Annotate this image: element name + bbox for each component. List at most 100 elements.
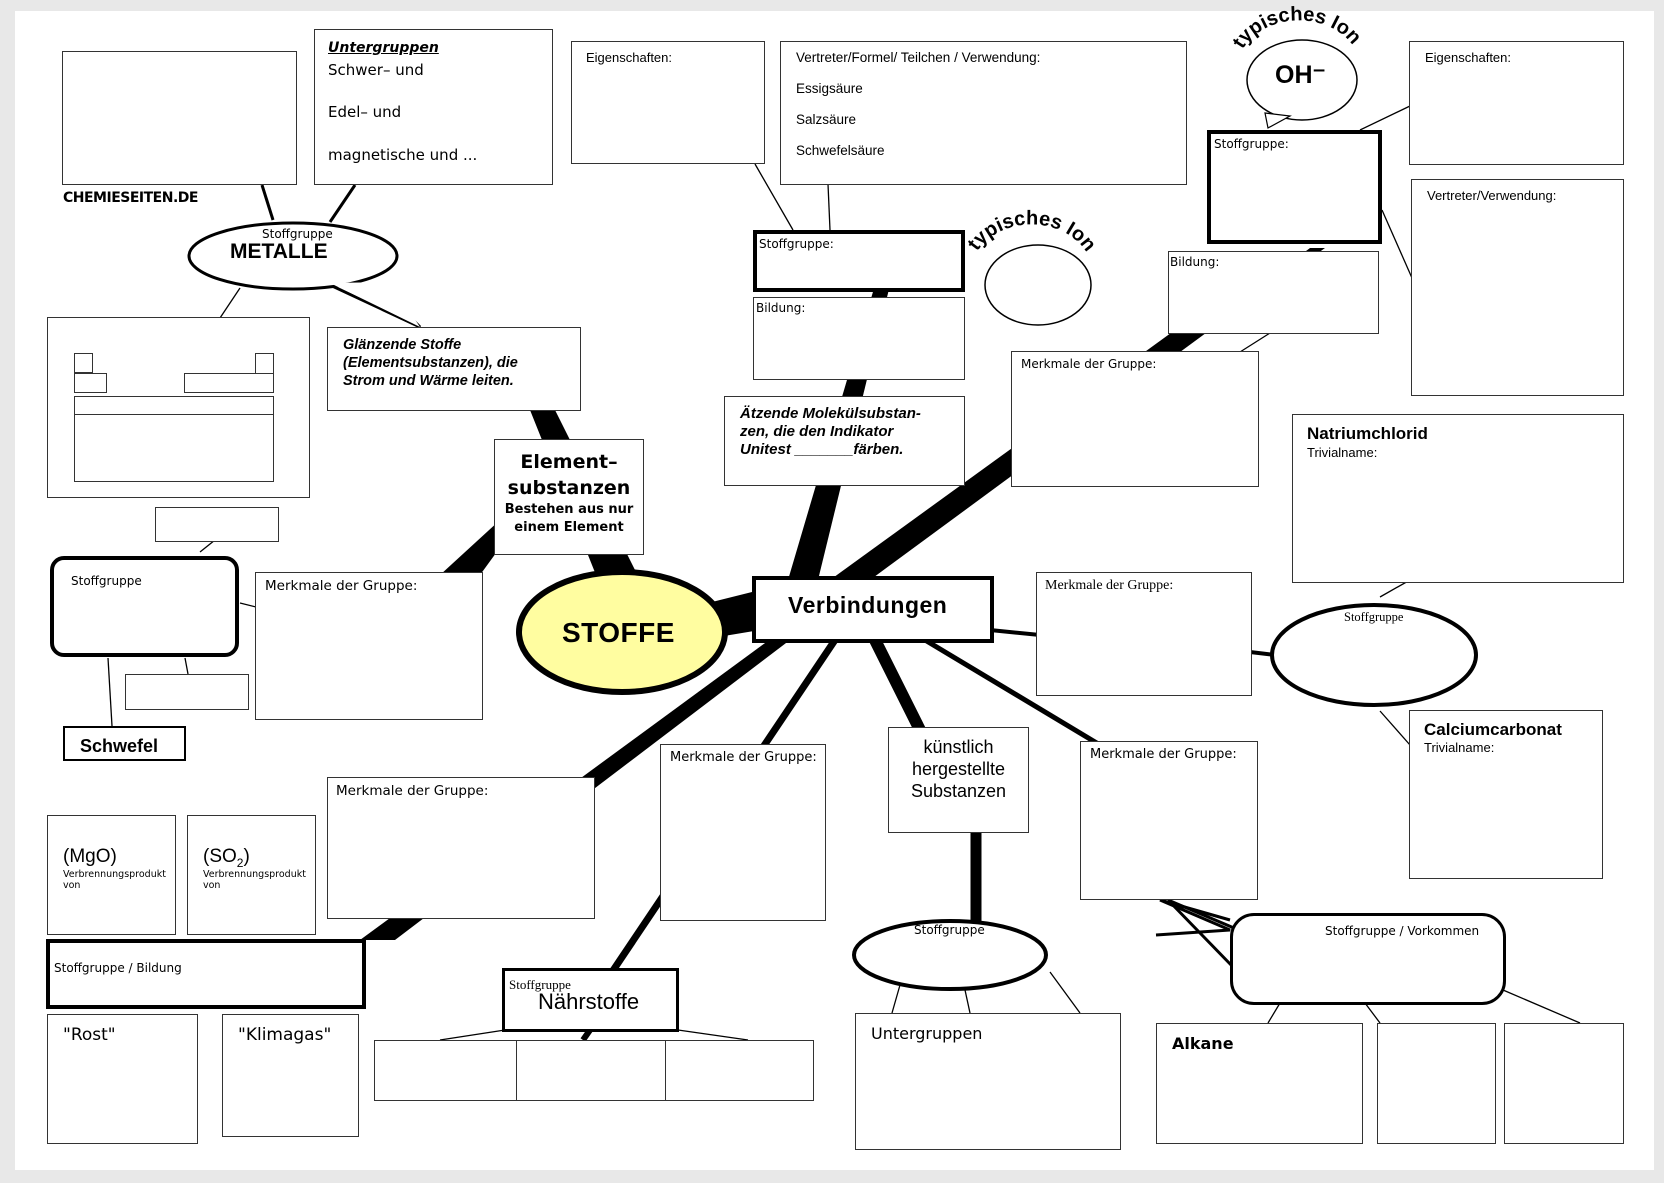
natriumchlorid-box[interactable]: Natriumchlorid Trivialname: — [1292, 414, 1624, 583]
merkmale-label: Merkmale der Gruppe: — [336, 783, 489, 799]
trivialname-label: Trivialname: — [1307, 445, 1378, 460]
kunst-stoffgruppe-label: Stoffgruppe — [914, 923, 985, 937]
def-line: Strom und Wärme leiten. — [343, 373, 514, 389]
def-line: (Elementsubstanzen), die — [343, 355, 518, 371]
naehrstoffe-label: Nährstoffe — [538, 989, 640, 1014]
so2-subscript: 2 — [236, 855, 244, 870]
nichtmetall-merkmale-box[interactable]: Merkmale der Gruppe: — [255, 572, 483, 720]
small-blank-box-2[interactable] — [125, 674, 249, 710]
acid-eigenschaften-box[interactable]: Eigenschaften: — [571, 41, 765, 164]
merkmale-label: Merkmale der Gruppe: — [670, 750, 817, 765]
pt-cell — [74, 414, 274, 482]
organic-blank-box-1[interactable] — [1377, 1023, 1496, 1144]
schwefel-label: Schwefel — [80, 736, 159, 756]
connector-verb-salt — [989, 628, 1041, 637]
stoffgruppe-label: Stoffgruppe — [509, 977, 571, 992]
alkane-label: Alkane — [1172, 1034, 1234, 1053]
untergruppen-line: Edel– und — [328, 103, 402, 121]
untergruppen-box[interactable]: Untergruppen Schwer– und Edel– und magne… — [314, 29, 553, 185]
untergruppen-line: Schwer– und — [328, 61, 424, 79]
acid-definition-box: Ätzende Molekülsubstan- zen, die den Ind… — [724, 396, 965, 486]
pt-cell — [74, 396, 274, 416]
pt-cell — [184, 373, 274, 393]
connector-verb-organic — [923, 637, 1102, 748]
calciumcarbonat-label: Calciumcarbonat — [1424, 720, 1562, 739]
metalle-definition-box: Glänzende Stoffe (Elementsubstanzen), di… — [327, 327, 581, 411]
rost-box[interactable]: "Rost" — [47, 1014, 198, 1144]
acid-ion-bubble — [984, 244, 1092, 326]
watermark: CHEMIESEITEN.DE — [63, 190, 198, 206]
merkmale-label: Merkmale der Gruppe: — [265, 578, 418, 594]
von-label: von — [203, 880, 221, 891]
merkmale-label: Merkmale der Gruppe: — [1090, 747, 1237, 762]
base-ion-bubble — [1246, 39, 1358, 121]
element-sub1: Bestehen aus nur — [504, 502, 634, 517]
kunst-untergruppen-box[interactable]: Untergruppen — [855, 1013, 1121, 1150]
oh-ion-label: OH⁻ — [1275, 61, 1326, 89]
def-line: Ätzende Molekülsubstan- — [740, 405, 921, 422]
klimagas-box[interactable]: "Klimagas" — [222, 1014, 359, 1137]
acid-item: Schwefelsäure — [796, 143, 885, 158]
calciumcarbonat-box[interactable]: Calciumcarbonat Trivialname: — [1409, 710, 1603, 879]
base-bildung-box[interactable]: Bildung: — [1168, 251, 1379, 334]
acid-bildung-box[interactable]: Bildung: — [753, 297, 965, 380]
rost-label: "Rost" — [63, 1025, 116, 1045]
pt-cell — [74, 373, 107, 393]
def-line: zen, die den Indikator — [740, 423, 894, 440]
metalle-title: METALLE — [230, 240, 328, 263]
stoffgruppe-label: Stoffgruppe: — [759, 237, 834, 251]
bildung-label: Bildung: — [756, 301, 806, 315]
alkane-box[interactable]: Alkane — [1156, 1023, 1363, 1144]
verbindungen-box: Verbindungen — [752, 576, 994, 643]
def-line: Unitest _______färben. — [740, 441, 904, 458]
kunst-stoffgruppe-ellipse — [852, 919, 1048, 991]
acid-item: Essigsäure — [796, 81, 863, 96]
so2-close: ) — [243, 846, 250, 867]
stoffgruppe-vorkommen-label: Stoffgruppe / Vorkommen — [1325, 924, 1480, 938]
von-label: von — [63, 880, 81, 891]
salt-stoffgruppe-ellipse — [1270, 603, 1478, 707]
nichtmetall-stoffgruppe-box[interactable]: Stoffgruppe — [50, 556, 239, 657]
base-eigenschaften-box[interactable]: Eigenschaften: — [1409, 41, 1624, 165]
stoffgruppe-label: Stoffgruppe — [71, 574, 142, 588]
organic-merkmale-box[interactable]: Merkmale der Gruppe: — [1080, 741, 1258, 900]
connector-verb-kunst — [869, 637, 926, 733]
acid-vertreter-box[interactable]: Vertreter/Formel/ Teilchen / Verwendung:… — [780, 41, 1187, 185]
salt-stoffgruppe-label: Stoffgruppe — [1344, 610, 1404, 624]
mgo-box[interactable]: (MgO) Verbrennungsprodukt von — [47, 815, 176, 935]
oxide-stoffgruppe-bildung-box[interactable]: Stoffgruppe / Bildung — [46, 939, 366, 1009]
base-merkmale-box[interactable]: Merkmale der Gruppe: — [1011, 351, 1259, 487]
pt-cell — [74, 353, 93, 373]
stoffe-ellipse — [516, 569, 728, 695]
eigenschaften-label: Eigenschaften: — [586, 50, 673, 65]
naehrstoffe-merkmale-box[interactable]: Merkmale der Gruppe: — [660, 744, 826, 921]
substanzen-label: substanzen — [507, 477, 631, 499]
so2-box[interactable]: (SO2) Verbrennungsprodukt von — [187, 815, 316, 935]
metalle-stoffgruppe-label: Stoffgruppe — [262, 227, 333, 241]
verbrennung-label: Verbrennungsprodukt — [63, 869, 166, 880]
untergruppen-label: Untergruppen — [871, 1024, 983, 1043]
eigenschaften-label: Eigenschaften: — [1425, 50, 1512, 65]
merkmale-label: Merkmale der Gruppe: — [1045, 578, 1174, 593]
small-blank-box-1[interactable] — [155, 507, 279, 542]
base-stoffgruppe-box[interactable]: Stoffgruppe: — [1207, 130, 1382, 244]
base-vertreter-box[interactable]: Vertreter/Verwendung: — [1411, 179, 1624, 396]
metalle-blank-box[interactable] — [62, 51, 297, 185]
naehrstoffe-sub-box-3[interactable] — [665, 1040, 814, 1101]
vertreter-label: Vertreter/Verwendung: — [1427, 188, 1557, 203]
so2-main: (SO — [203, 846, 237, 867]
salt-merkmale-box[interactable]: Merkmale der Gruppe: — [1036, 572, 1252, 696]
naehrstoffe-sub-box-2[interactable] — [516, 1040, 666, 1101]
natriumchlorid-label: Natriumchlorid — [1307, 424, 1428, 443]
organic-stoffgruppe-bubble[interactable]: Stoffgruppe / Vorkommen — [1230, 913, 1506, 1005]
verbrennung-label: Verbrennungsprodukt — [203, 869, 306, 880]
kunst-line: Substanzen — [910, 781, 1007, 801]
vertreter-title: Vertreter/Formel/ Teilchen / Verwendung: — [796, 50, 1041, 65]
periodic-table-box[interactable] — [47, 317, 310, 498]
naehrstoffe-sub-box-1[interactable] — [374, 1040, 517, 1101]
acid-stoffgruppe-box[interactable]: Stoffgruppe: — [753, 230, 965, 292]
stoffe-title: STOFFE — [562, 617, 675, 648]
organic-blank-box-2[interactable] — [1504, 1023, 1624, 1144]
oxide-merkmale-box[interactable]: Merkmale der Gruppe: — [327, 777, 595, 919]
kunststoffe-box: künstlich hergestellte Substanzen — [888, 727, 1029, 833]
